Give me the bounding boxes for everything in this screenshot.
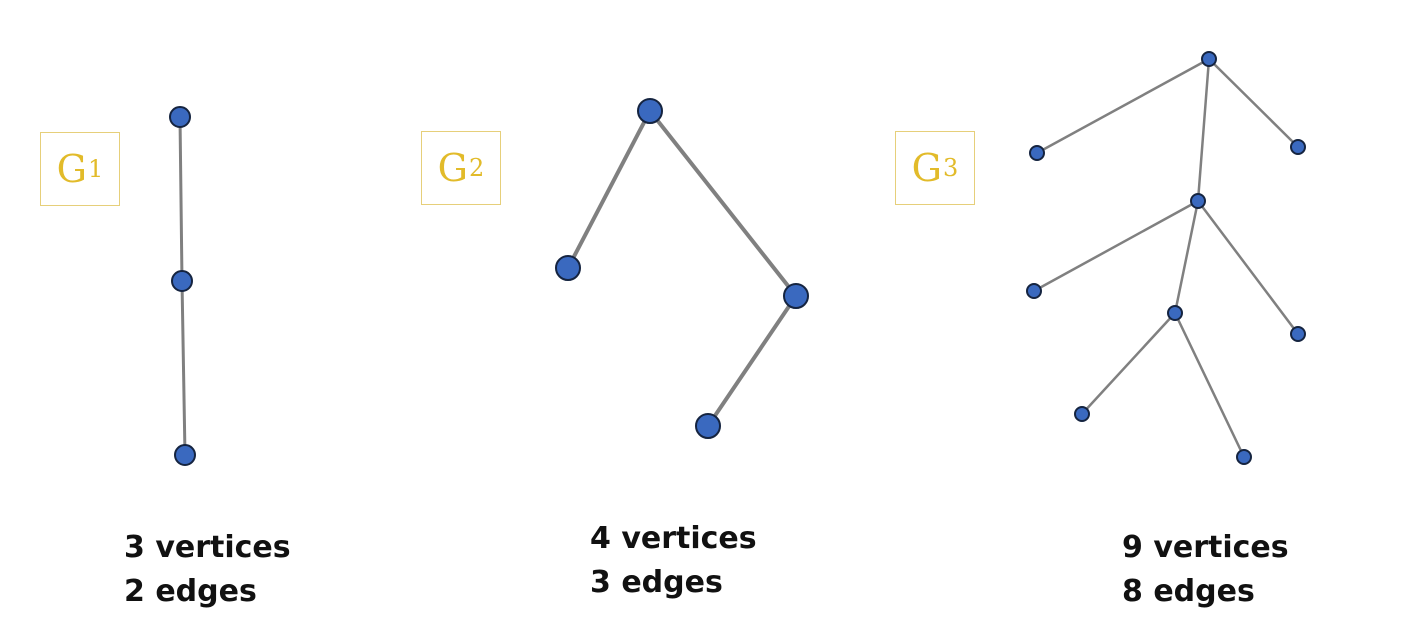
- graph-edge: [1196, 57, 1211, 203]
- graph-vertex: [1236, 449, 1252, 465]
- graph-label-letter: G: [911, 146, 943, 190]
- graph-vertex: [1167, 305, 1183, 321]
- vertex-count-text: 3 vertices: [124, 530, 291, 565]
- graph-g2: [555, 98, 809, 439]
- graph-vertex: [1290, 139, 1306, 155]
- vertex-count-text: 4 vertices: [590, 521, 757, 556]
- caption-g1: 3 vertices 2 edges: [124, 526, 291, 614]
- graph-label-letter: G: [56, 147, 88, 191]
- caption-g3: 9 vertices 8 edges: [1122, 526, 1289, 614]
- graph-label-subscript: 2: [469, 154, 485, 182]
- graph-label-subscript: 1: [88, 155, 104, 183]
- edge-count-text: 2 edges: [124, 574, 257, 609]
- caption-g2: 4 vertices 3 edges: [590, 517, 757, 605]
- graph-vertex: [1290, 326, 1306, 342]
- graph-vertex: [695, 413, 721, 439]
- graph-vertex: [637, 98, 663, 124]
- graph-vertex: [783, 283, 809, 309]
- graph-vertex: [1201, 51, 1217, 67]
- edge-count-text: 3 edges: [590, 565, 723, 600]
- graph-edge: [180, 279, 187, 457]
- graph-edge: [1080, 311, 1177, 416]
- graph-vertex: [1026, 283, 1042, 299]
- graph-edge: [1035, 57, 1211, 155]
- graph-vertex: [1074, 406, 1090, 422]
- graph-vertex: [1029, 145, 1045, 161]
- graph-edge: [1207, 57, 1300, 149]
- graph-edge: [1032, 199, 1200, 293]
- graph-label-letter: G: [437, 146, 469, 190]
- graph-vertex: [555, 255, 581, 281]
- graph-vertex: [169, 106, 191, 128]
- graph-g3: [1026, 51, 1306, 465]
- graph-edge: [566, 109, 652, 270]
- graph-vertex: [171, 270, 193, 292]
- graph-vertex: [174, 444, 196, 466]
- graph-edge: [648, 109, 798, 298]
- graph-edge: [1173, 199, 1200, 315]
- graph-label-subscript: 3: [943, 154, 959, 182]
- vertex-count-text: 9 vertices: [1122, 530, 1289, 565]
- graph-edge: [178, 115, 184, 283]
- graph-vertex: [1190, 193, 1206, 209]
- graph-edge: [1173, 311, 1246, 459]
- graph-edge: [1196, 199, 1300, 336]
- graph-edge: [706, 294, 798, 428]
- edge-count-text: 8 edges: [1122, 574, 1255, 609]
- graph-g1: [169, 106, 196, 466]
